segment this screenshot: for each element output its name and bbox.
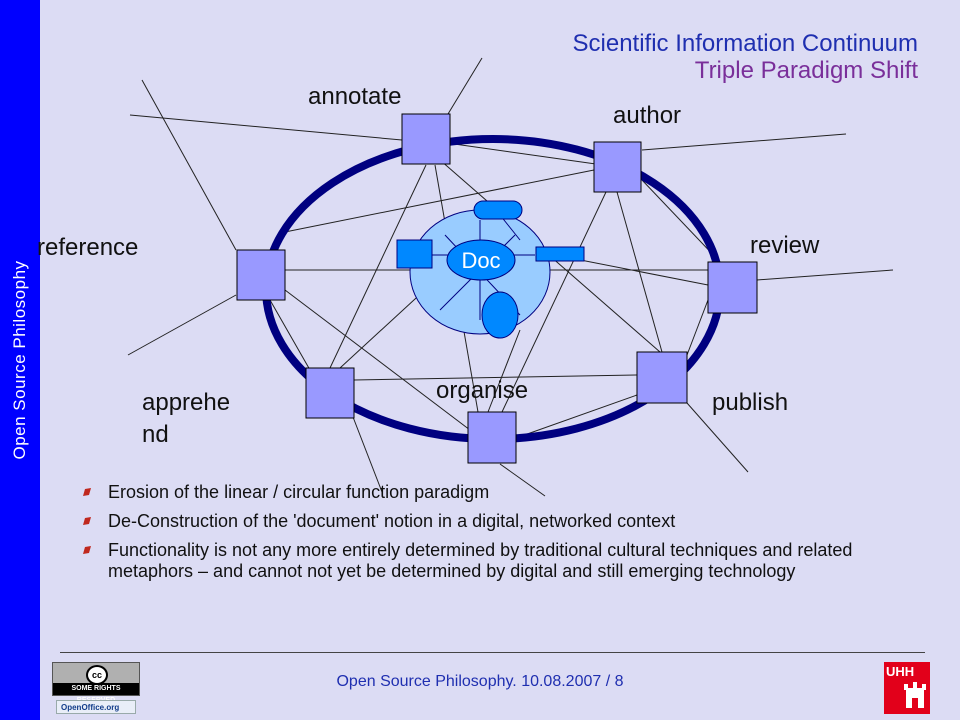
bullet-text: Erosion of the linear / circular functio…: [108, 482, 490, 502]
link-line: [515, 394, 638, 439]
uhh-logo-text: UHH: [886, 664, 915, 679]
node-organise: [467, 411, 517, 464]
node-publish: [636, 351, 688, 404]
node-apprehend: [305, 367, 355, 419]
link-line: [487, 329, 521, 413]
label-annotate: annotate: [308, 83, 402, 110]
title-line-1: Scientific Information Continuum: [572, 30, 919, 57]
link-line: [284, 169, 595, 233]
footer-text: Open Source Philosophy. 10.08.2007 / 8: [336, 673, 624, 690]
footer-divider: [60, 652, 925, 653]
label-publish: publish: [712, 389, 789, 416]
core-element-right: [535, 246, 585, 262]
bullet-marker-icon: [83, 546, 91, 554]
openoffice-badge[interactable]: OpenOffice.org: [56, 700, 136, 714]
link-line: [329, 164, 427, 369]
core-element-left: [396, 239, 433, 269]
label-author: author: [613, 102, 682, 129]
link-line: [284, 289, 471, 431]
doc-label: Doc: [461, 248, 500, 273]
ray-line: [499, 463, 546, 497]
bullet-marker-icon: [83, 488, 91, 496]
label-apprehend: apprehe nd: [142, 387, 230, 451]
doc-oval: [446, 239, 516, 281]
ray-line: [641, 133, 847, 151]
ray-line: [352, 416, 383, 493]
castle-icon: [904, 682, 926, 708]
label-apprehend-line-2: nd: [142, 421, 169, 448]
uhh-logo: UHH: [884, 662, 930, 714]
link-line: [501, 191, 607, 413]
process-nodes: [236, 113, 758, 464]
bullet-item: De-Construction of the 'document' notion…: [80, 511, 910, 532]
link-line: [686, 299, 709, 356]
label-organise: organise: [436, 377, 529, 404]
link-line: [353, 374, 638, 381]
ray-line: [141, 79, 237, 251]
node-annotate: [401, 113, 451, 165]
link-line: [641, 179, 721, 263]
core-element-top: [473, 200, 523, 220]
core-element-bottom: [481, 291, 519, 339]
connector-lines: [127, 57, 894, 497]
node-author: [593, 141, 642, 193]
label-apprehend-line-1: apprehe: [142, 389, 231, 416]
ray-line: [129, 114, 403, 141]
node-reference: [236, 249, 286, 301]
slide-title: Scientific Information Continuum Triple …: [573, 30, 919, 84]
creative-commons-badge[interactable]: cc SOME RIGHTS RESERVED: [52, 662, 140, 704]
ray-line: [686, 402, 749, 473]
ray-line: [127, 294, 237, 356]
bullet-list: Erosion of the linear / circular functio…: [80, 482, 910, 590]
ray-line: [447, 57, 483, 115]
node-review: [707, 261, 758, 314]
label-review: review: [750, 232, 820, 259]
link-line: [269, 299, 311, 371]
sidebar: Open Source Philosophy: [0, 0, 40, 720]
bullet-text: De-Construction of the 'document' notion…: [108, 511, 676, 531]
bullet-marker-icon: [83, 517, 91, 525]
ray-line: [756, 269, 894, 281]
title-line-2: Triple Paradigm Shift: [694, 57, 918, 84]
bullet-item: Functionality is not any more entirely d…: [80, 540, 910, 582]
bullet-text: Functionality is not any more entirely d…: [108, 540, 853, 581]
label-reference: reference: [37, 234, 139, 261]
bullet-item: Erosion of the linear / circular functio…: [80, 482, 910, 503]
